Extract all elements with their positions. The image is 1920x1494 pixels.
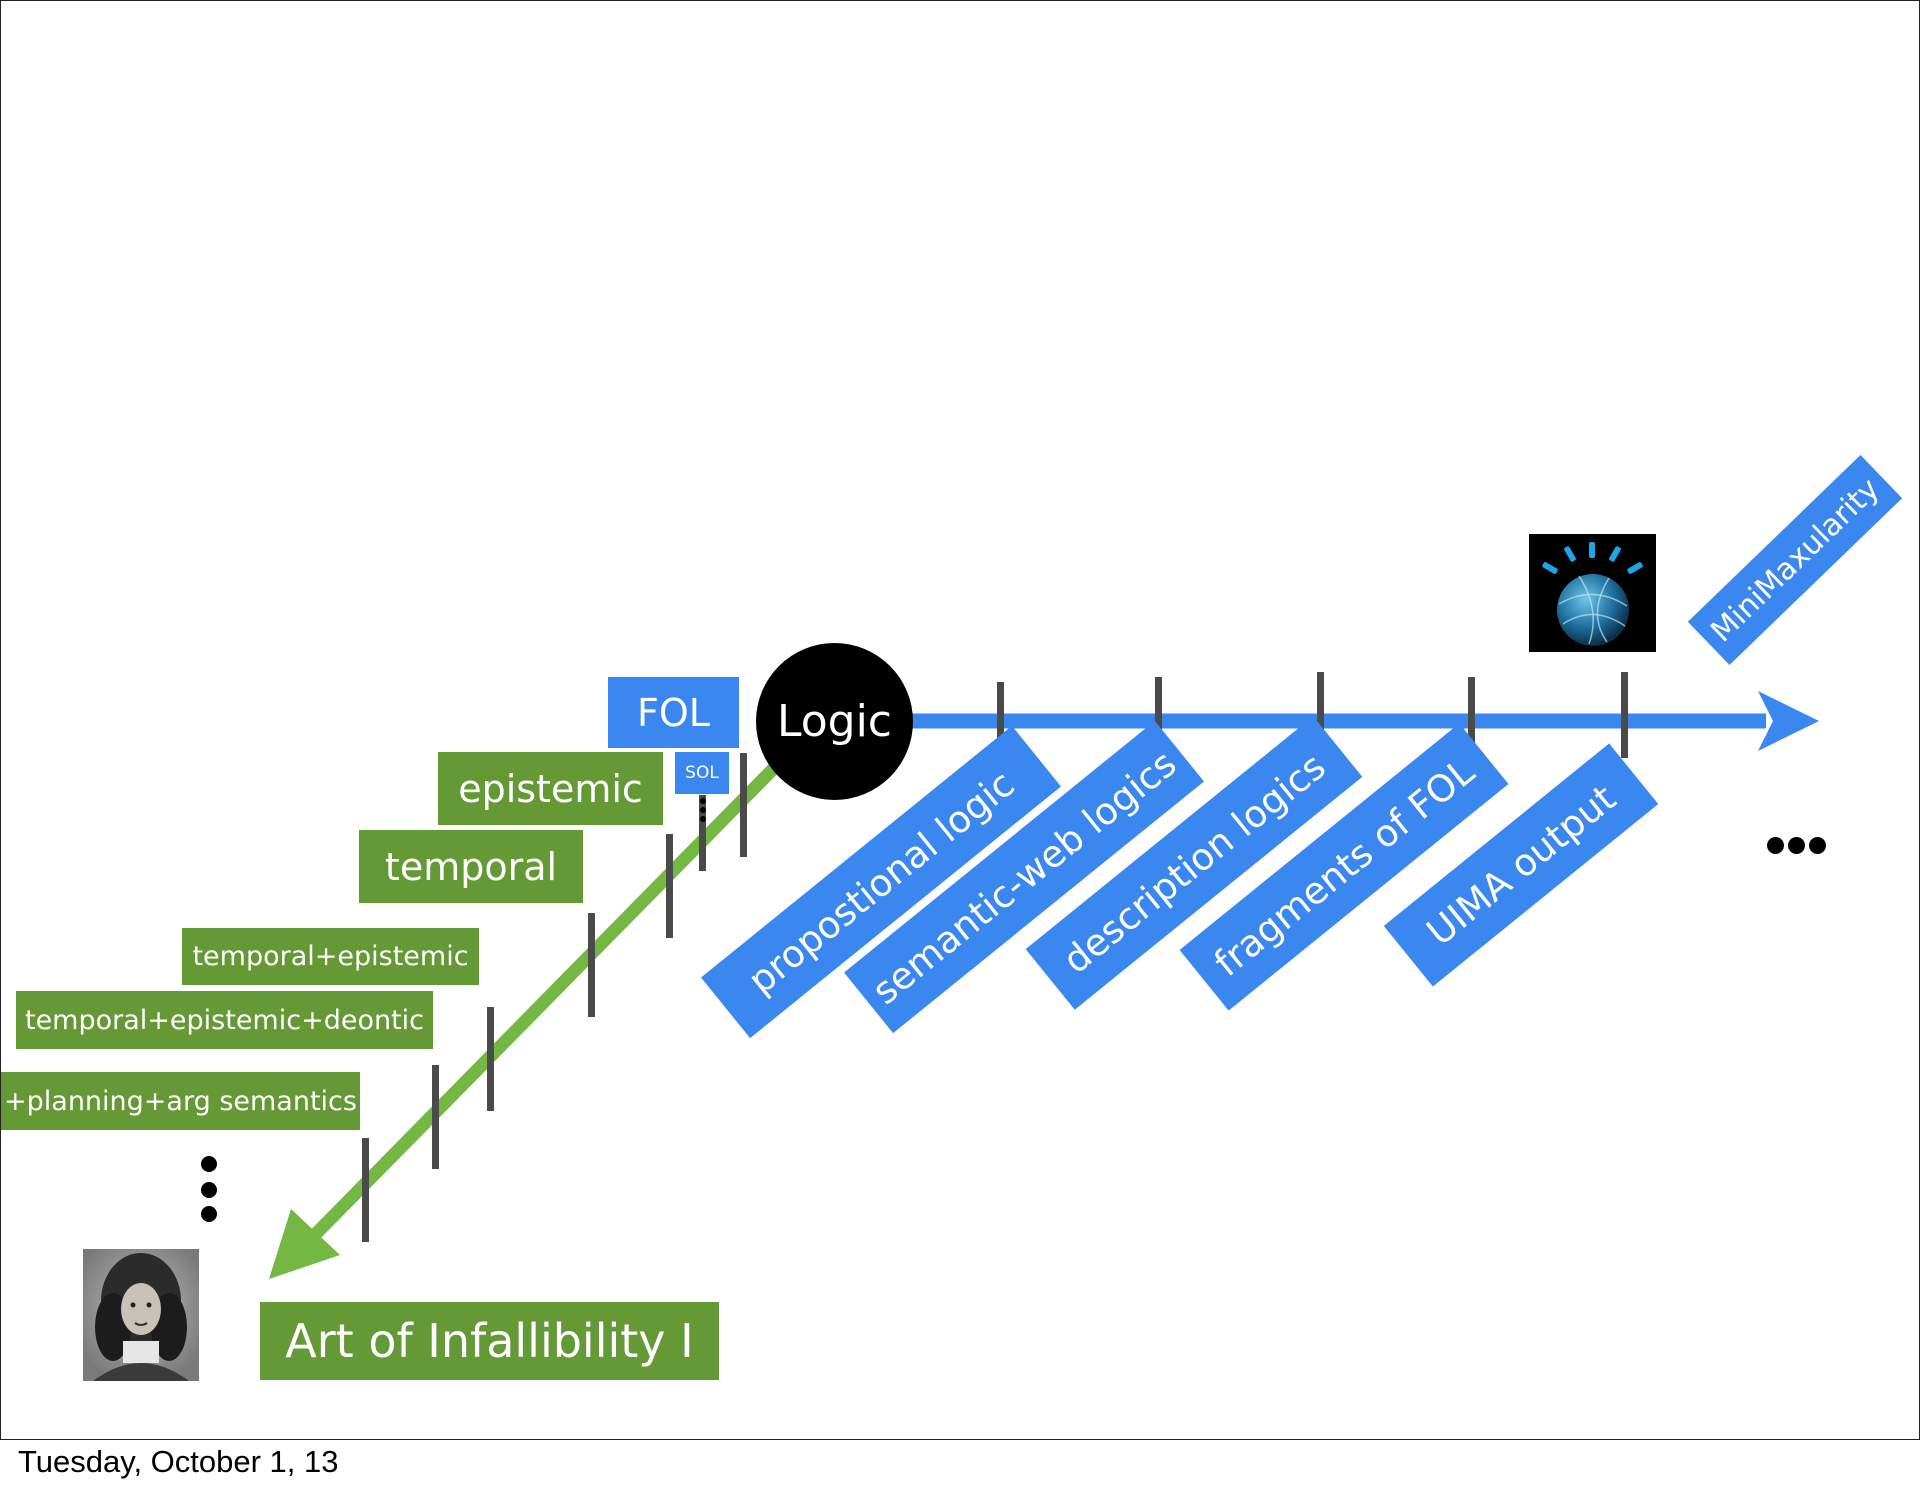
fol-box: FOL [608, 677, 739, 748]
sol-box: SOL [675, 752, 729, 794]
ellipsis-dot-3 [201, 1206, 217, 1222]
sol-ellipsis [700, 798, 706, 822]
label-epistemic: epistemic [438, 752, 663, 825]
temporal-epistemic-text: temporal+epistemic [192, 941, 469, 972]
green-tick-2 [699, 795, 706, 871]
blue-tick-2 [1155, 677, 1162, 763]
watson-globe-icon [1529, 534, 1656, 652]
green-tick-4 [588, 913, 595, 1017]
slide-canvas: Logic FOL SOL epistemic temporal tempora… [0, 0, 1920, 1440]
green-tick-7 [362, 1138, 369, 1242]
axes-svg [269, 691, 1819, 1279]
footer-date: Tuesday, October 1, 13 [18, 1444, 339, 1479]
blue-tick-3 [1317, 672, 1324, 758]
green-tick-5 [487, 1007, 494, 1111]
label-planning-arg-semantics: +planning+arg semantics [1, 1072, 360, 1130]
sol-label: SOL [685, 763, 719, 783]
blue-tick-4 [1468, 677, 1475, 763]
planning-arg-semantics-text: +planning+arg semantics [4, 1085, 357, 1117]
art-of-infallibility-text: Art of Infallibility I [285, 1314, 694, 1368]
blue-arrow-head [1758, 691, 1819, 751]
logic-label: Logic [776, 696, 892, 747]
temporal-text: temporal [384, 844, 558, 889]
ellipsis-dot-2 [201, 1182, 217, 1198]
label-art-of-infallibility: Art of Infallibility I [260, 1302, 719, 1380]
blue-tick-5 [1621, 672, 1628, 758]
blue-tick-1 [997, 682, 1004, 768]
logic-node: Logic [756, 643, 913, 800]
h-ellipsis-dot-1 [1767, 837, 1784, 854]
leibniz-portrait [83, 1249, 199, 1381]
green-tick-3 [666, 834, 673, 938]
ellipsis-dot-1 [201, 1156, 217, 1172]
label-temporal-epistemic: temporal+epistemic [182, 928, 479, 985]
green-arrow-head [269, 1209, 340, 1279]
h-ellipsis-dot-2 [1788, 837, 1805, 854]
epistemic-text: epistemic [458, 766, 643, 811]
label-temporal: temporal [359, 830, 583, 903]
temporal-epistemic-deontic-text: temporal+epistemic+deontic [24, 1004, 425, 1036]
fol-label: FOL [637, 690, 710, 735]
h-ellipsis-dot-3 [1809, 837, 1826, 854]
green-tick-1 [740, 753, 747, 857]
label-temporal-epistemic-deontic: temporal+epistemic+deontic [16, 991, 433, 1049]
green-tick-6 [432, 1065, 439, 1169]
